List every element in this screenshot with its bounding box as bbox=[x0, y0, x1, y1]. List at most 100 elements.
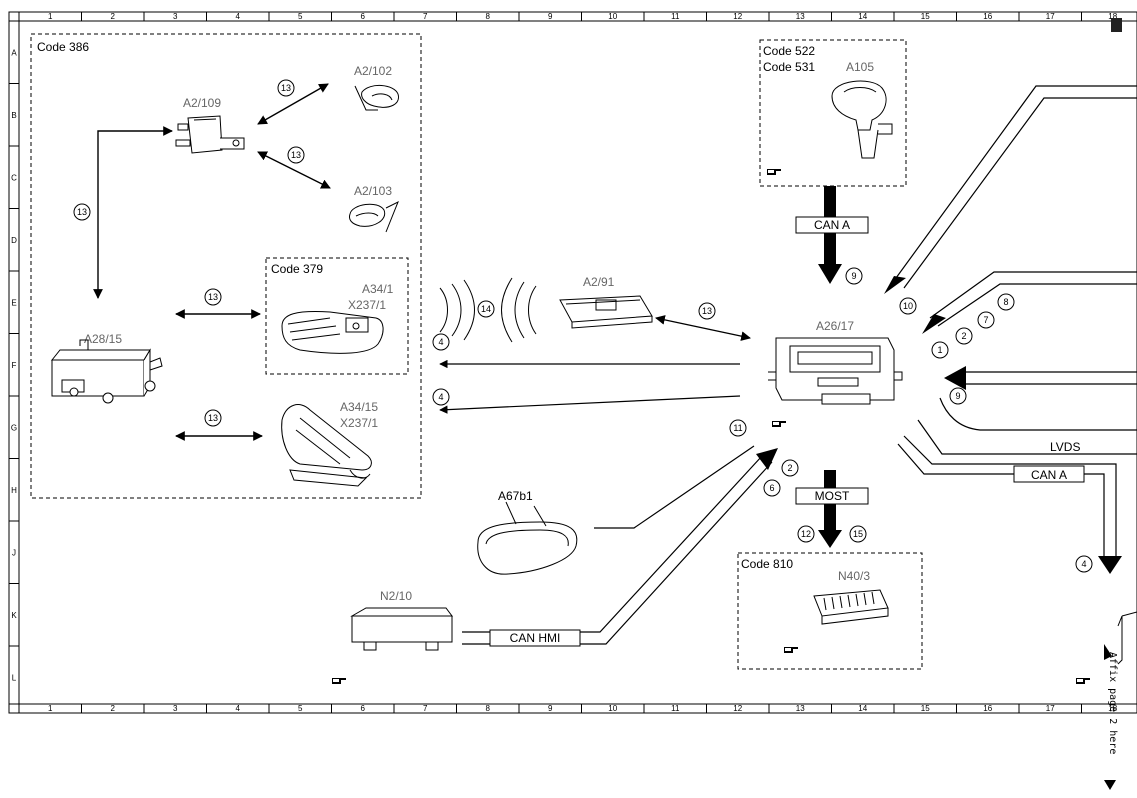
n40-3-amplifier bbox=[813, 589, 889, 625]
svg-text:10: 10 bbox=[903, 301, 913, 311]
corner-marker bbox=[1111, 18, 1122, 32]
a34-1-label: A34/1 bbox=[362, 282, 394, 296]
can-a-right-bus: CAN A bbox=[1013, 465, 1085, 483]
svg-text:2: 2 bbox=[961, 331, 966, 341]
partial-component-right bbox=[1117, 611, 1137, 665]
grid-col-15: 15 bbox=[921, 704, 930, 713]
grid-col-1: 1 bbox=[48, 704, 53, 713]
a2-109-module bbox=[175, 115, 245, 154]
grid-col-14: 14 bbox=[858, 12, 867, 21]
a2-91-module bbox=[559, 295, 653, 329]
a2-91-label: A2/91 bbox=[583, 275, 615, 289]
grid-row-C: C bbox=[11, 173, 17, 182]
callout-13: 13 bbox=[287, 146, 305, 164]
grid-col-1: 1 bbox=[48, 12, 53, 21]
callout-2: 2 bbox=[781, 459, 799, 477]
svg-text:13: 13 bbox=[208, 413, 218, 423]
grid-col-13: 13 bbox=[796, 704, 805, 713]
callout-14: 14 bbox=[477, 300, 495, 318]
callout-13: 13 bbox=[698, 302, 716, 320]
grid-col-3: 3 bbox=[173, 704, 178, 713]
grid-row-H: H bbox=[11, 486, 17, 495]
svg-text:2: 2 bbox=[787, 463, 792, 473]
affix-arrow-bottom bbox=[1104, 780, 1116, 790]
grid-col-2: 2 bbox=[111, 12, 116, 21]
can-a-top-label: CAN A bbox=[814, 218, 850, 232]
svg-text:9: 9 bbox=[851, 271, 856, 281]
grid-row-G: G bbox=[11, 423, 17, 432]
callout-8: 8 bbox=[997, 293, 1015, 311]
svg-text:13: 13 bbox=[281, 83, 291, 93]
grid-col-13: 13 bbox=[796, 12, 805, 21]
svg-text:4: 4 bbox=[1081, 559, 1086, 569]
grid-col-8: 8 bbox=[486, 12, 491, 21]
can-hmi-box bbox=[489, 629, 581, 647]
grid-col-12: 12 bbox=[733, 704, 742, 713]
grid-col-2: 2 bbox=[111, 704, 116, 713]
callout-9: 9 bbox=[845, 267, 863, 285]
lvds-label: LVDS bbox=[1050, 440, 1080, 454]
grid-col-7: 7 bbox=[423, 12, 428, 21]
callout-12: 12 bbox=[797, 525, 815, 543]
callout-13: 13 bbox=[204, 409, 222, 427]
can-hmi-label: CAN HMI bbox=[510, 631, 561, 645]
code-386-label: Code 386 bbox=[37, 40, 89, 54]
n2-10-label: N2/10 bbox=[380, 589, 412, 603]
svg-text:6: 6 bbox=[769, 483, 774, 493]
n2-10-module bbox=[350, 607, 453, 651]
right-note-icon bbox=[1076, 678, 1090, 684]
grid-col-6: 6 bbox=[361, 704, 366, 713]
callout-1: 1 bbox=[931, 341, 949, 359]
grid-col-4: 4 bbox=[236, 12, 241, 21]
n2-note-icon bbox=[332, 678, 346, 684]
note-hand-icon bbox=[767, 169, 781, 175]
n40-note-icon bbox=[784, 647, 798, 653]
a2-102-mirror bbox=[354, 85, 399, 111]
grid-col-15: 15 bbox=[921, 12, 930, 21]
callout-7: 7 bbox=[977, 311, 995, 329]
grid-col-18: 18 bbox=[1108, 704, 1117, 713]
grid-col-10: 10 bbox=[608, 704, 617, 713]
a26-note-icon bbox=[772, 421, 786, 427]
svg-text:13: 13 bbox=[291, 150, 301, 160]
grid-col-4: 4 bbox=[236, 704, 241, 713]
grid-row-D: D bbox=[11, 236, 17, 245]
grid-row-F: F bbox=[12, 361, 17, 370]
callout-4: 4 bbox=[432, 333, 450, 351]
a2-102-label: A2/102 bbox=[354, 64, 392, 78]
most-label: MOST bbox=[815, 489, 850, 503]
code-379-label: Code 379 bbox=[271, 262, 323, 276]
grid-col-10: 10 bbox=[608, 12, 617, 21]
grid-col-7: 7 bbox=[423, 704, 428, 713]
code-810-frame bbox=[737, 552, 923, 670]
a26-outputs bbox=[439, 359, 741, 414]
grid-col-17: 17 bbox=[1046, 12, 1055, 21]
n40-3-label: N40/3 bbox=[838, 569, 870, 583]
grid-row-J: J bbox=[12, 548, 16, 557]
callout-10: 10 bbox=[899, 297, 917, 315]
x237-1-label-a: X237/1 bbox=[348, 298, 386, 312]
svg-text:12: 12 bbox=[801, 529, 811, 539]
grid-row-B: B bbox=[11, 111, 16, 120]
callout-4: 4 bbox=[1075, 555, 1093, 573]
a67b1-link bbox=[594, 445, 755, 529]
svg-text:13: 13 bbox=[77, 207, 87, 217]
grid-col-11: 11 bbox=[671, 12, 680, 21]
a26-17-head-unit bbox=[768, 337, 903, 405]
grid-col-6: 6 bbox=[361, 12, 366, 21]
grid-col-12: 12 bbox=[733, 12, 742, 21]
svg-text:14: 14 bbox=[481, 304, 491, 314]
grid-col-11: 11 bbox=[671, 704, 680, 713]
svg-text:1: 1 bbox=[937, 345, 942, 355]
grid-col-18: 18 bbox=[1108, 12, 1117, 21]
a2-91-link bbox=[655, 315, 751, 341]
can-a-top-bus: CAN A bbox=[795, 186, 869, 284]
a28-15-module bbox=[50, 339, 163, 404]
callout-9: 9 bbox=[949, 387, 967, 405]
x237-1-label-b: X237/1 bbox=[340, 416, 378, 430]
affix-arrow-top bbox=[1104, 644, 1112, 660]
grid-col-3: 3 bbox=[173, 12, 178, 21]
